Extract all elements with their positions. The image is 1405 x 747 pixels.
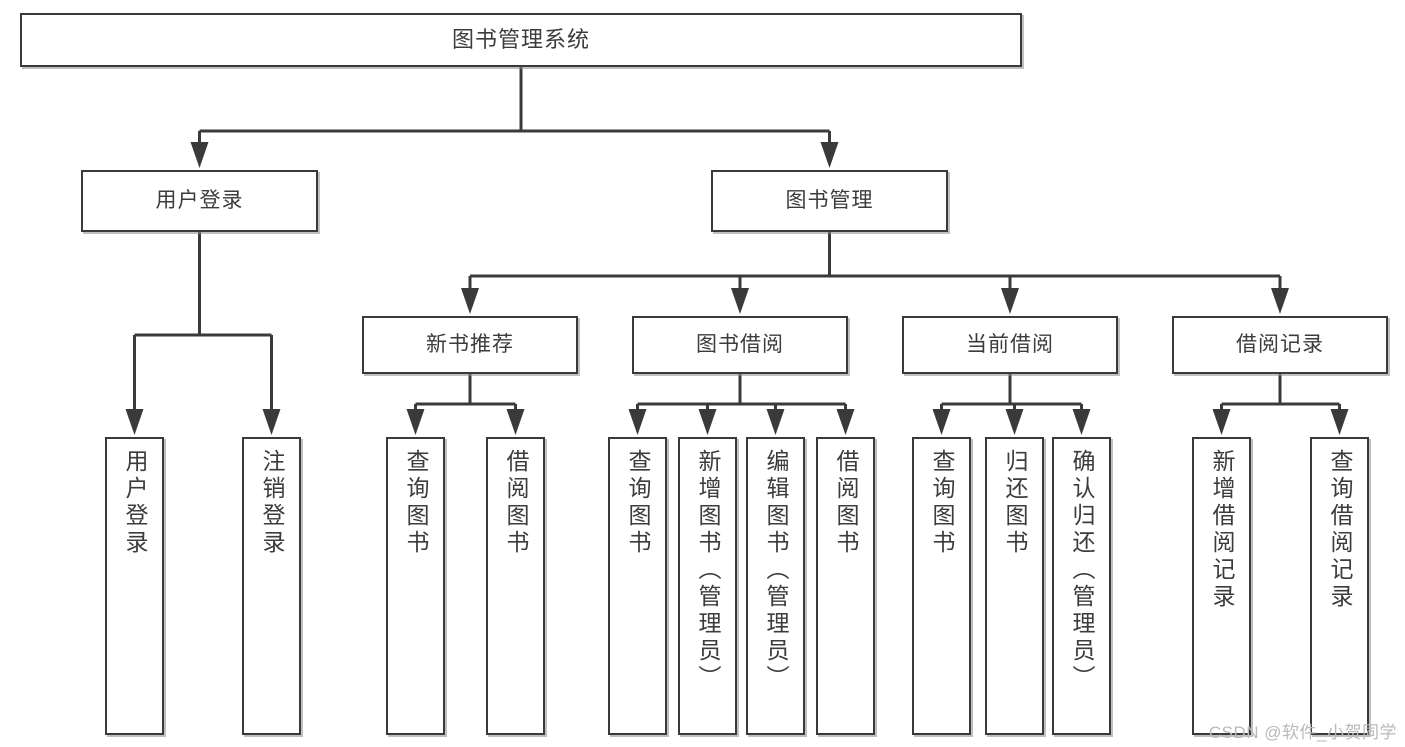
- node-label: 图书借阅: [696, 333, 784, 357]
- node-label: 新增图书（管理员）: [695, 449, 721, 692]
- arrowhead-current: [1001, 288, 1019, 314]
- node-l-conf[interactable]: 确认归还（管理员）: [1052, 437, 1111, 735]
- node-l-logout[interactable]: 注销登录: [242, 437, 301, 735]
- arrowhead-l-conf: [1072, 409, 1091, 435]
- arrowhead-l-q1: [406, 409, 425, 435]
- arrowhead-l-login: [125, 409, 144, 435]
- node-label: 借阅图书: [503, 449, 529, 557]
- node-label: 归还图书: [1002, 449, 1028, 557]
- node-l-qrec[interactable]: 查询借阅记录: [1310, 437, 1369, 735]
- arrowhead-bookmgmt: [820, 142, 839, 168]
- node-label: 用户登录: [155, 189, 244, 213]
- node-newbook[interactable]: 新书推荐: [362, 316, 578, 374]
- arrowhead-l-ret: [1005, 409, 1024, 435]
- arrowhead-l-b2: [836, 409, 855, 435]
- node-label: 图书管理系统: [451, 26, 590, 52]
- node-root[interactable]: 图书管理系统: [20, 13, 1022, 67]
- node-label: 注销登录: [259, 449, 285, 557]
- node-bookmgmt[interactable]: 图书管理: [711, 170, 948, 232]
- arrowhead-l-qrec: [1330, 409, 1349, 435]
- node-l-b1[interactable]: 借阅图书: [486, 437, 545, 735]
- node-label: 当前借阅: [966, 333, 1054, 357]
- node-label: 查询图书: [403, 449, 429, 557]
- csdn-watermark: CSDN @软件_小贺同学: [1208, 723, 1397, 742]
- node-label: 确认归还（管理员）: [1069, 449, 1095, 692]
- node-l-b2[interactable]: 借阅图书: [816, 437, 875, 735]
- node-borrow[interactable]: 图书借阅: [632, 316, 848, 374]
- arrowhead-l-b1: [506, 409, 525, 435]
- node-l-q3[interactable]: 查询图书: [912, 437, 971, 735]
- node-current[interactable]: 当前借阅: [902, 316, 1118, 374]
- node-label: 查询图书: [929, 449, 955, 557]
- node-label: 新增借阅记录: [1209, 449, 1235, 611]
- arrowhead-l-q3: [932, 409, 951, 435]
- node-label: 借阅记录: [1236, 333, 1324, 357]
- arrowhead-l-add: [698, 409, 717, 435]
- node-l-q1[interactable]: 查询图书: [386, 437, 445, 735]
- node-label: 借阅图书: [833, 449, 859, 557]
- node-label: 编辑图书（管理员）: [763, 449, 789, 692]
- arrowhead-l-addrec: [1212, 409, 1231, 435]
- arrowhead-l-logout: [262, 409, 281, 435]
- node-login[interactable]: 用户登录: [81, 170, 318, 232]
- arrowhead-records: [1271, 288, 1289, 314]
- node-label: 图书管理: [785, 189, 874, 213]
- node-l-ret[interactable]: 归还图书: [985, 437, 1044, 735]
- node-l-q2[interactable]: 查询图书: [608, 437, 667, 735]
- arrowhead-login: [190, 142, 209, 168]
- arrowhead-borrow: [731, 288, 749, 314]
- node-label: 查询图书: [625, 449, 651, 557]
- node-label: 查询借阅记录: [1327, 449, 1353, 611]
- arrowhead-l-edit: [766, 409, 785, 435]
- arrowhead-newbook: [461, 288, 479, 314]
- arrowhead-l-q2: [628, 409, 647, 435]
- node-l-addrec[interactable]: 新增借阅记录: [1192, 437, 1251, 735]
- node-l-add[interactable]: 新增图书（管理员）: [678, 437, 737, 735]
- node-label: 新书推荐: [426, 333, 514, 357]
- node-l-login[interactable]: 用户登录: [105, 437, 164, 735]
- node-l-edit[interactable]: 编辑图书（管理员）: [746, 437, 805, 735]
- node-records[interactable]: 借阅记录: [1172, 316, 1388, 374]
- node-label: 用户登录: [122, 449, 148, 557]
